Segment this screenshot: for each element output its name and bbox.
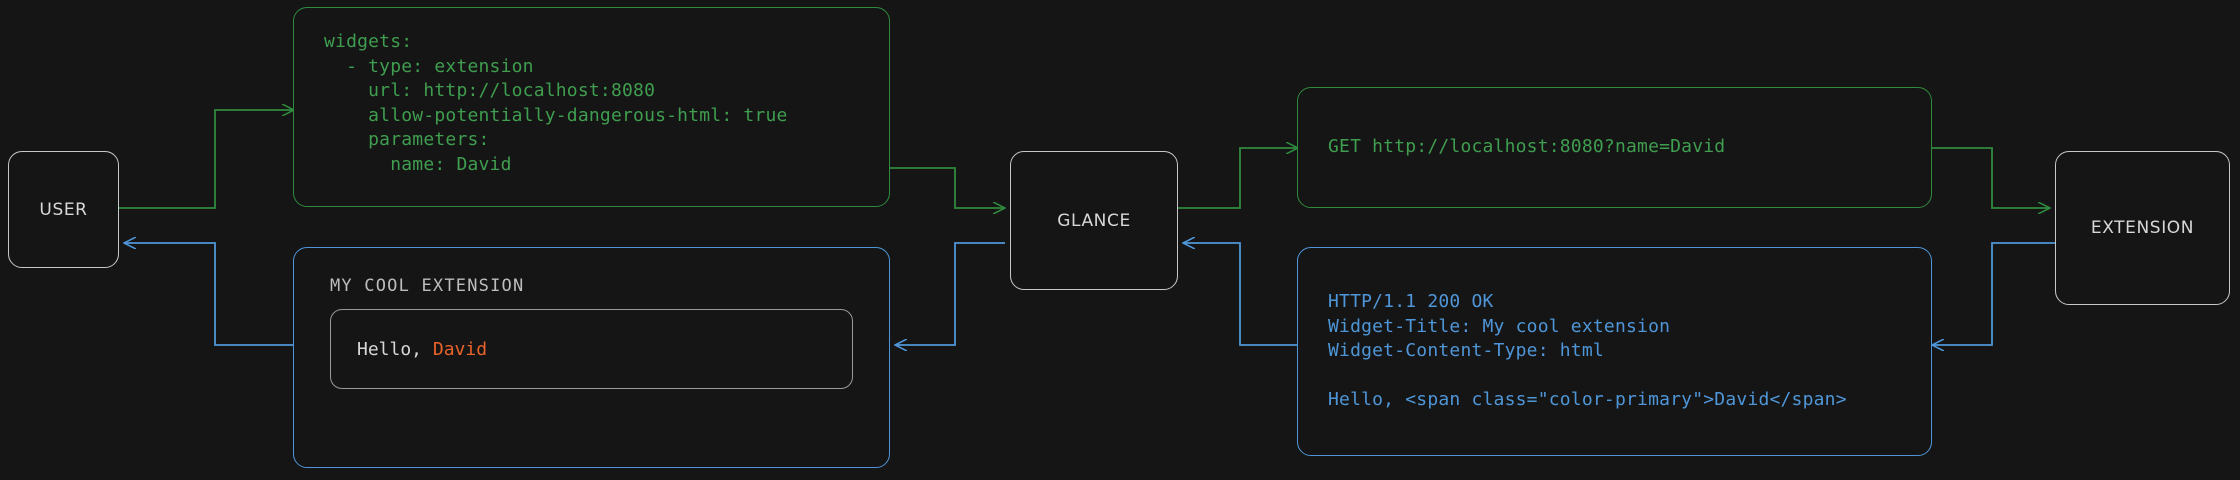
node-extension-label: EXTENSION — [2090, 218, 2195, 238]
widget-greeting-prefix: Hello, — [357, 338, 433, 360]
connector-config-to-glance — [890, 167, 1005, 208]
http-request-box[interactable]: GET http://localhost:8080?name=David — [1297, 87, 1932, 208]
widget-greeting-text: Hello, David — [357, 339, 487, 360]
node-glance-label: GLANCE — [1057, 210, 1131, 231]
widget-preview-title: MY COOL EXTENSION — [330, 276, 525, 296]
connector-request-to-extension — [1932, 147, 2050, 208]
connector-glance-to-request — [1178, 148, 1298, 209]
node-extension[interactable]: EXTENSION — [2055, 151, 2230, 305]
widget-greeting-name: David — [432, 338, 488, 360]
widget-preview-body: Hello, David — [330, 309, 853, 389]
node-glance[interactable]: GLANCE — [1010, 151, 1178, 290]
connector-widget-to-user — [124, 243, 294, 346]
widget-preview-box[interactable]: MY COOL EXTENSION Hello, David — [293, 247, 890, 468]
http-response-text: HTTP/1.1 200 OK Widget-Title: My cool ex… — [1328, 291, 1847, 410]
http-request-text: GET http://localhost:8080?name=David — [1328, 136, 1726, 158]
connector-extension-to-response — [1932, 242, 2055, 345]
connector-response-to-glance — [1183, 243, 1298, 346]
config-yaml-box[interactable]: widgets: - type: extension url: http://l… — [293, 7, 890, 207]
node-user[interactable]: USER — [8, 151, 119, 268]
connector-user-to-config — [119, 110, 294, 209]
node-user-label: USER — [39, 199, 88, 220]
connector-glance-to-widget — [895, 242, 1005, 345]
http-response-box[interactable]: HTTP/1.1 200 OK Widget-Title: My cool ex… — [1297, 247, 1932, 456]
config-yaml-text: widgets: - type: extension url: http://l… — [324, 31, 788, 175]
